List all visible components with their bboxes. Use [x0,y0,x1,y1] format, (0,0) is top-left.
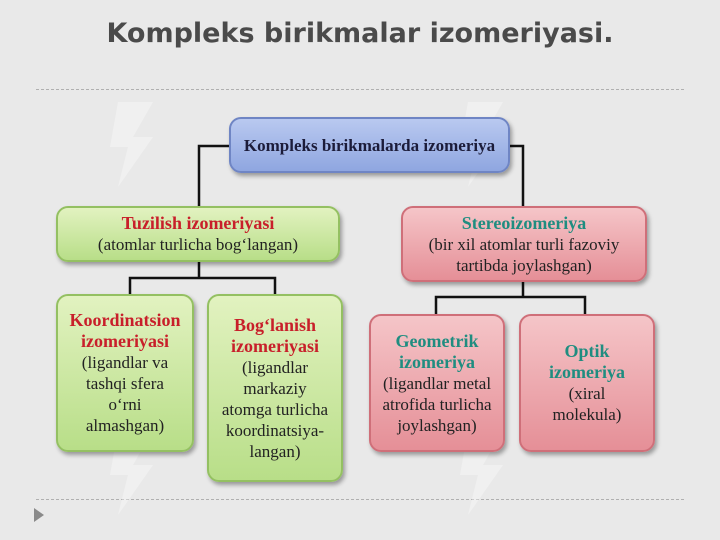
optical-desc-line: (xiral [568,384,606,403]
stereoisomerism-node: Stereoizomeriya (bir xil atomlar turli f… [401,206,647,282]
stereo-heading: Stereoizomeriya [461,212,587,233]
structural-desc: (atomlar turlicha bog‘langan) [97,235,299,254]
coordination-desc-line: (ligandlar va [81,353,169,372]
coordination-isomerism-node: Koordinatsion izomeriyasi (ligandlar va … [56,294,194,452]
optical-isomerism-node: Optik izomeriya (xiral molekula) [519,314,655,452]
root-node: Kompleks birikmalarda izomeriya [229,117,510,173]
stereo-desc-line: (bir xil atomlar turli fazoviy [428,234,620,254]
linkage-desc-line: (ligandlar [241,357,309,377]
play-icon[interactable] [34,508,44,522]
root-label: Kompleks birikmalarda izomeriya [243,135,496,155]
coordination-heading-line: izomeriyasi [81,331,169,351]
geometric-desc-line: joylashgan) [397,415,477,435]
page-title: Kompleks birikmalar izomeriyasi. [106,18,614,49]
optical-heading-line: Optik [564,341,610,361]
linkage-desc-line: koordinatsiya- [225,420,325,440]
linkage-isomerism-node: Bog‘lanish izomeriyasi (ligandlar markaz… [207,294,343,482]
geometric-desc-line: (ligandlar metal [382,373,492,393]
linkage-heading-line: Bog‘lanish [233,314,317,335]
coordination-desc-line: o‘rni [108,395,142,414]
linkage-heading-line: izomeriyasi [231,335,319,356]
geometric-heading-line: izomeriya [399,351,475,372]
structural-isomerism-node: Tuzilish izomeriyasi (atomlar turlicha b… [56,206,340,262]
linkage-desc-line: langan) [249,441,301,461]
optical-desc-line: molekula) [552,405,622,424]
geometric-desc-line: atrofida turlicha [382,394,492,414]
coordination-desc-line: tashqi sfera [86,374,164,393]
linkage-desc-line: markaziy [243,378,307,398]
optical-heading-line: izomeriya [549,362,625,382]
divider-bottom [36,499,684,500]
divider-top [36,89,684,90]
structural-heading: Tuzilish izomeriyasi [121,213,275,233]
geometric-heading-line: Geometrik [395,330,479,351]
coordination-desc-line: almashgan) [85,416,165,435]
linkage-desc-line: atomga turlicha [221,399,329,419]
logo-watermark [110,102,153,187]
geometric-isomerism-node: Geometrik izomeriya (ligandlar metal atr… [369,314,505,452]
stereo-desc-line: tartibda joylashgan) [456,255,592,275]
coordination-heading-line: Koordinatsion [69,310,181,330]
